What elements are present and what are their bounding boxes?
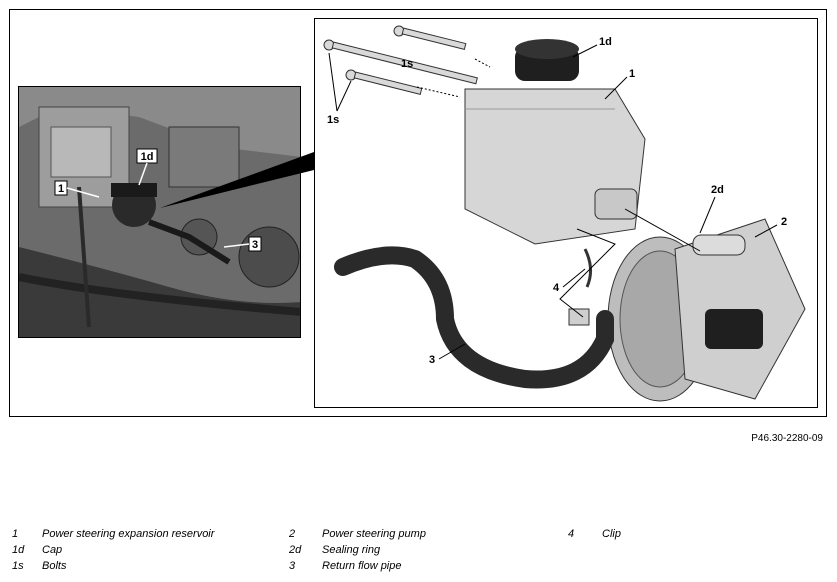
exploded-view: 1d 1 1s 1s 2d 2 4 3 [314,18,818,408]
engine-bay-photo: 1 1d 3 [18,86,301,338]
callout-1: 1 [629,68,635,80]
callout-3: 3 [429,354,435,366]
legend-text: Clip [602,528,621,540]
photo-callout-3: 3 [252,239,258,251]
legend-text: Cap [42,544,63,556]
legend-text: Bolts [42,560,67,572]
legend-num: 2d [289,544,302,556]
callout-4: 4 [553,282,560,294]
legend-num: 1d [12,544,25,556]
legend-num: 1s [12,560,24,572]
callout-2d: 2d [711,184,724,196]
legend-text: Return flow pipe [322,560,402,572]
exploded-view-art: 1d 1 1s 1s 2d 2 4 3 [323,25,806,402]
legend-text: Power steering expansion reservoir [42,528,215,540]
engine-bay-photo-art: 1 1d 3 [19,87,300,337]
callout-1s-left: 1s [327,114,339,126]
legend-text: Sealing ring [322,544,381,556]
legend-num: 1 [12,528,19,540]
legend-num: 3 [289,560,296,572]
callout-1d: 1d [599,36,612,48]
photo-callout-1d: 1d [141,151,154,163]
legend-text: Power steering pump [322,528,426,540]
legend-num: 2 [289,528,296,540]
photo-callout-1: 1 [58,183,64,195]
figure-reference: P46.30-2280-09 [751,433,823,444]
callout-1s-top: 1s [401,58,413,70]
callout-2: 2 [781,216,787,228]
legend-num: 4 [568,528,575,540]
